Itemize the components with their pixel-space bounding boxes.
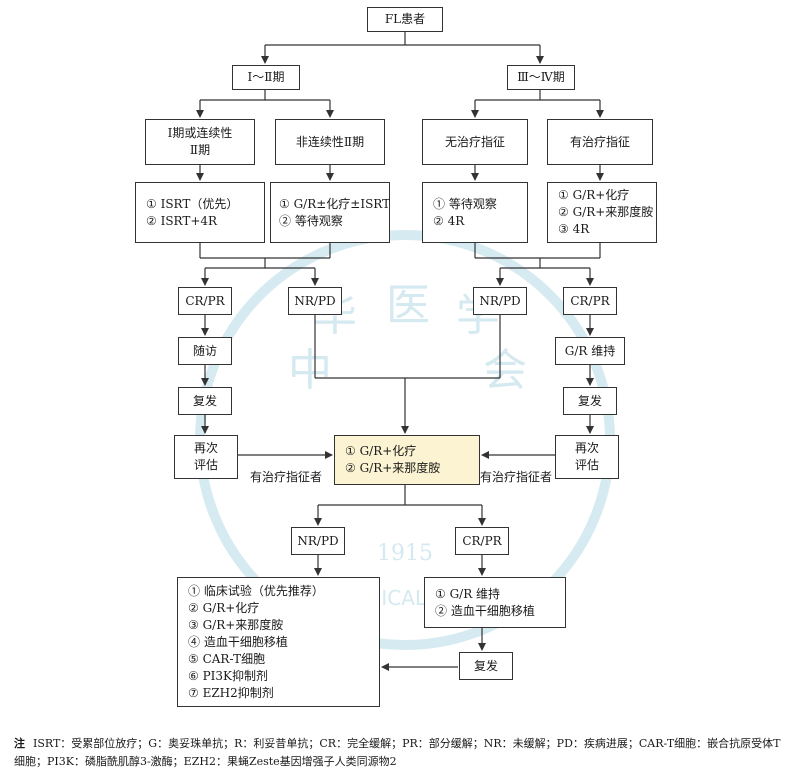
tx-item: ② 4R (433, 213, 465, 228)
watermark-char: 中 (288, 345, 332, 396)
reassess-box-left: 再次 评估 (174, 435, 238, 479)
nr-pd-label: NR/PD (479, 293, 521, 308)
relapse-label: 复发 (192, 393, 217, 408)
tx-item: ② 等待观察 (279, 213, 343, 228)
option-item: ② 造血干细胞移植 (435, 603, 535, 618)
option-item: ⑥ PI3K抑制剂 (188, 668, 268, 683)
reassess-box-right: 再次 评估 (555, 435, 619, 479)
cr-pr-box-right: CR/PR (563, 287, 617, 315)
nr-pd-label: NR/PD (294, 293, 336, 308)
option-item: ⑦ EZH2抑制剂 (188, 685, 274, 700)
option-item: ③ G/R+来那度胺 (188, 617, 284, 632)
center-regimen-box: ① G/R+化疗 ② G/R+来那度胺 (334, 435, 480, 485)
nr-pd-box-left: NR/PD (288, 287, 342, 315)
nr-pd-box-right: NR/PD (473, 287, 527, 315)
tx-noncontiguous-box: ① G/R±化疗±ISRT ② 等待观察 (270, 182, 390, 243)
indication-label-right: 有治疗指征者 (480, 470, 553, 484)
relapse-box-bottom: 复发 (459, 652, 513, 680)
watermark-char: 会 (483, 345, 527, 396)
center-regimen-item: ① G/R+化疗 (345, 444, 417, 458)
stage-early-box: Ⅰ～Ⅱ期 (232, 65, 300, 90)
gr-maintenance-box: G/R 维持 (555, 337, 625, 365)
tx-item: ① ISRT（优先） (146, 196, 239, 211)
tx-contiguous-box: ① ISRT（优先） ② ISRT+4R (135, 182, 265, 243)
cr-pr-box-bottom: CR/PR (455, 527, 509, 555)
root-box: FL患者 (367, 7, 443, 32)
nr-pd-box-bottom: NR/PD (291, 527, 345, 555)
relapse-label: 复发 (473, 658, 498, 673)
branch-label: 无治疗指征 (444, 134, 505, 149)
reassess-label: 再次 (574, 441, 599, 455)
branch-label: 有治疗指征 (569, 134, 630, 149)
followup-label: 随访 (192, 343, 217, 358)
gr-maintenance-label: G/R 维持 (564, 343, 616, 358)
branch-indication-box: 有治疗指征 (547, 119, 653, 165)
option-item: ① 临床试验（优先推荐） (188, 583, 324, 598)
tx-item: ① 等待观察 (433, 196, 497, 211)
tx-item: ③ 4R (558, 222, 590, 236)
footnote-text: ISRT：受累部位放疗；G：奥妥珠单抗；R：利妥昔单抗；CR：完全缓解；PR：部… (14, 737, 781, 768)
root-label: FL患者 (384, 12, 426, 26)
option-item: ② G/R+化疗 (188, 600, 260, 615)
relapse-label: 复发 (577, 393, 602, 408)
cr-pr-label: CR/PR (185, 293, 225, 308)
branch-label: Ⅱ期 (189, 143, 211, 157)
cr-pr-options-box: ① G/R 维持 ② 造血干细胞移植 (424, 577, 566, 628)
nr-pd-options-box: ① 临床试验（优先推荐） ② G/R+化疗 ③ G/R+来那度胺 ④ 造血干细胞… (177, 577, 380, 707)
tx-item: ① G/R+化疗 (558, 188, 630, 202)
reassess-label: 评估 (574, 458, 599, 472)
followup-box: 随访 (178, 337, 232, 365)
tx-item: ② ISRT+4R (146, 213, 218, 228)
tx-item: ② G/R+来那度胺 (558, 205, 654, 219)
cr-pr-box-left: CR/PR (178, 287, 232, 315)
branch-contiguous-box: Ⅰ期或连续性 Ⅱ期 (145, 119, 255, 165)
relapse-box-right: 复发 (563, 387, 617, 415)
reassess-label: 再次 (193, 441, 218, 455)
branch-noncontiguous-box: 非连续性Ⅱ期 (275, 119, 385, 165)
option-item: ① G/R 维持 (435, 586, 501, 601)
branch-no-indication-box: 无治疗指征 (422, 119, 528, 165)
indication-label-left: 有治疗指征者 (250, 470, 323, 484)
watermark-char: 医 (386, 280, 430, 331)
footnote-label: 注 (14, 737, 25, 750)
reassess-label: 评估 (193, 458, 218, 472)
nr-pd-label: NR/PD (297, 533, 339, 548)
option-item: ⑤ CAR-T细胞 (188, 651, 266, 666)
cr-pr-label: CR/PR (570, 293, 610, 308)
tx-indication-box: ① G/R+化疗 ② G/R+来那度胺 ③ 4R (547, 182, 657, 243)
relapse-box-left: 复发 (178, 387, 232, 415)
branch-label: 非连续性Ⅱ期 (295, 134, 365, 149)
tx-no-indication-box: ① 等待观察 ② 4R (422, 182, 528, 243)
stage-late-box: Ⅲ～Ⅳ期 (507, 65, 575, 90)
watermark-year: 1915 (377, 541, 433, 566)
center-regimen-item: ② G/R+来那度胺 (345, 461, 441, 475)
branch-label: Ⅰ期或连续性 (167, 126, 233, 140)
cr-pr-label: CR/PR (462, 533, 502, 548)
option-item: ④ 造血干细胞移植 (188, 634, 288, 649)
stage-late-label: Ⅲ～Ⅳ期 (517, 70, 565, 84)
stage-early-label: Ⅰ～Ⅱ期 (247, 70, 285, 84)
tx-item: ① G/R±化疗±ISRT (279, 196, 391, 211)
